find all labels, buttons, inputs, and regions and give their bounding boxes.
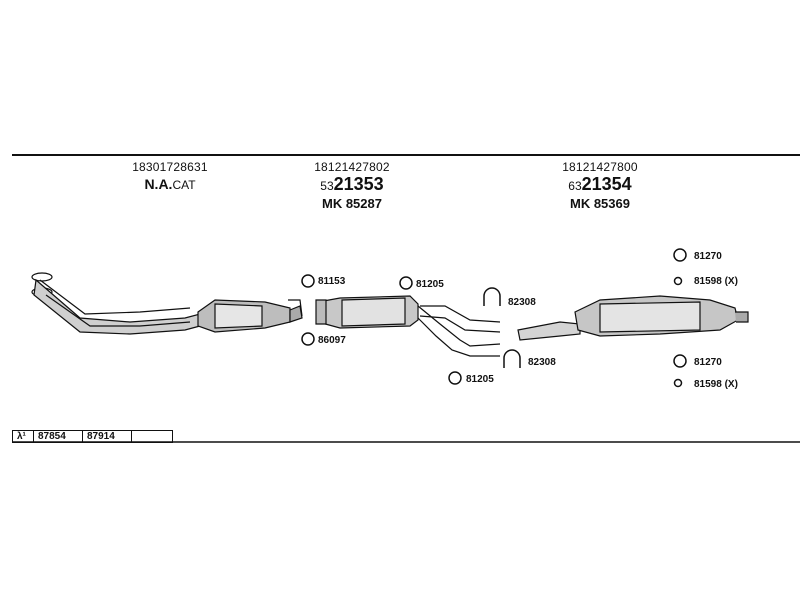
label-81598b: 81598 (X): [694, 379, 738, 390]
ring-81205b-icon: [448, 371, 462, 385]
lambda-symbol: λ¹: [12, 430, 34, 443]
label-81598a: 81598 (X): [694, 276, 738, 287]
label-81270b: 81270: [694, 357, 722, 368]
label-81270a: 81270: [694, 251, 722, 262]
hardware-icons: [301, 248, 687, 388]
center-silencer: [315, 295, 501, 357]
ring-81205a-icon: [399, 276, 413, 290]
ring-81153-icon: [301, 274, 315, 288]
lambda-cell-3: [131, 430, 173, 443]
part-number: 18121427802: [314, 160, 390, 174]
clamp-82308b-icon: [503, 349, 521, 368]
ref-prefix: 63: [568, 179, 582, 193]
header-front-catalyst: 18301728631 N.A.CAT: [90, 160, 250, 192]
label-82308b: 82308: [528, 357, 556, 368]
ref-number: 21353: [333, 174, 384, 194]
ring-81270b-icon: [673, 354, 687, 368]
label-81205a: 81205: [416, 279, 444, 290]
cat-label-bold: N.A.: [144, 176, 173, 192]
part-number: 18301728631: [132, 160, 208, 174]
hanger-81598b-icon: [673, 378, 683, 388]
header-rear-muffler: 18121427800 6321354 MK 85369: [520, 160, 680, 211]
lambda-cell-2: 87914: [82, 430, 132, 443]
label-81153: 81153: [318, 276, 346, 287]
lambda-sensor-table: λ¹ 87854 87914: [12, 430, 173, 443]
ring-86097-icon: [301, 332, 315, 346]
ref-number: 21354: [581, 174, 632, 194]
part-number: 18121427800: [562, 160, 638, 174]
ring-81270a-icon: [673, 248, 687, 262]
label-82308a: 82308: [508, 297, 536, 308]
rear-muffler: [517, 295, 749, 341]
mk-number: MK 85369: [570, 196, 630, 211]
header-center-silencer: 18121427802 5321353 MK 85287: [272, 160, 432, 211]
hanger-81598a-icon: [673, 276, 683, 286]
mk-number: MK 85287: [322, 196, 382, 211]
ref-prefix: 53: [320, 179, 334, 193]
lambda-cell-1: 87854: [33, 430, 83, 443]
label-81205b: 81205: [466, 374, 494, 385]
label-86097: 86097: [318, 335, 346, 346]
front-pipe-catalyst: [31, 272, 303, 335]
cat-label-suffix: CAT: [172, 178, 196, 192]
clamp-82308a-icon: [483, 287, 501, 306]
